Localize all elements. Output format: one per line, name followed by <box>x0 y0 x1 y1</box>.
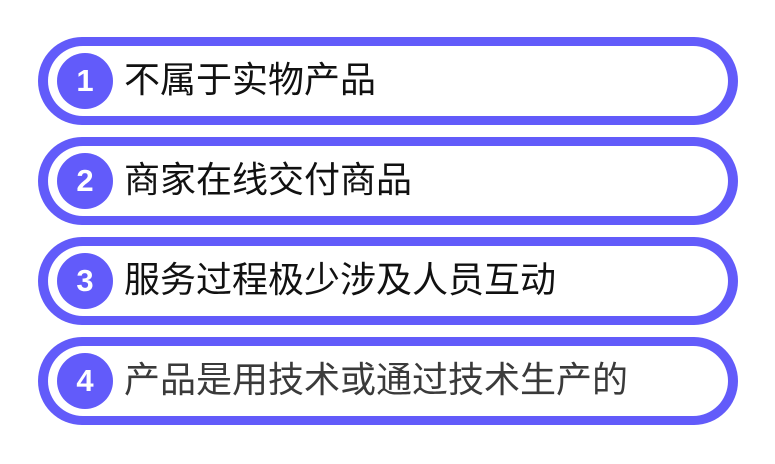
list-item-4: 4 产品是用技术或通过技术生产的 <box>38 337 738 425</box>
list-item-3: 3 服务过程极少涉及人员互动 <box>38 237 738 325</box>
numbered-list: 1 不属于实物产品 2 商家在线交付商品 3 服务过程极少涉及人员互动 4 产品… <box>38 37 738 437</box>
list-item-body <box>48 346 728 416</box>
list-item-body <box>48 46 728 116</box>
list-item-label: 产品是用技术或通过技术生产的 <box>124 360 629 401</box>
list-item-label: 不属于实物产品 <box>124 60 377 101</box>
number-badge: 1 <box>57 53 113 109</box>
number-badge: 2 <box>57 153 113 209</box>
list-item-2: 2 商家在线交付商品 <box>38 137 738 225</box>
list-item-label: 商家在线交付商品 <box>124 160 413 201</box>
list-item-1: 1 不属于实物产品 <box>38 37 738 125</box>
list-item-body <box>48 146 728 216</box>
list-item-body <box>48 246 728 316</box>
number-badge: 3 <box>57 253 113 309</box>
list-item-label: 服务过程极少涉及人员互动 <box>124 260 557 301</box>
number-badge: 4 <box>57 353 113 409</box>
